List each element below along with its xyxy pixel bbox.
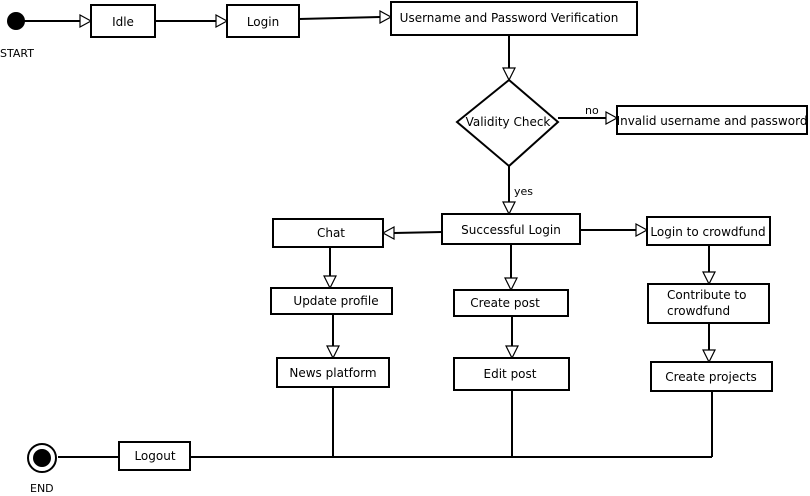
node-chat-text: Chat (317, 226, 345, 240)
node-validity-check: Validity Check (455, 78, 560, 168)
node-contribute: Contribute to crowdfund (647, 283, 770, 324)
arrowhead-validity (502, 67, 516, 82)
start-node (7, 12, 25, 30)
arrowhead-verification (379, 9, 393, 25)
edge-login-verification (298, 16, 381, 20)
node-edit-post: Edit post (453, 357, 570, 391)
node-invalid: Invalid username and password (616, 105, 808, 135)
label-no: no (585, 104, 599, 117)
arrowhead-contribute (702, 271, 716, 286)
node-news-platform: News platform (276, 357, 390, 388)
edge-success-chat (393, 231, 443, 234)
node-idle-text: Idle (112, 15, 134, 29)
arrowhead-update-profile (323, 275, 337, 290)
arrowhead-edit-post (505, 345, 519, 360)
node-crowdfund-text: Login to crowdfund (650, 225, 765, 239)
arrowhead-success (502, 201, 516, 216)
arrowhead-chat (381, 225, 395, 241)
arrowhead-create-post (504, 277, 518, 292)
node-login: Login (226, 4, 300, 38)
node-successful-login: Successful Login (441, 213, 581, 245)
arrowhead-idle (79, 13, 93, 29)
end-node (27, 443, 57, 473)
node-edit-post-text: Edit post (484, 367, 537, 381)
arrowhead-login (215, 13, 229, 29)
node-update-profile: Update profile (270, 287, 393, 315)
edges (24, 16, 713, 458)
node-update-text: Update profile (293, 294, 378, 308)
node-login-crowdfund: Login to crowdfund (646, 216, 771, 246)
node-create-post-text: Create post (470, 296, 540, 310)
node-create-post: Create post (453, 289, 569, 317)
arrowhead-invalid (605, 110, 619, 126)
arrowhead-crowdfund (635, 222, 649, 238)
node-create-projects: Create projects (650, 361, 773, 392)
node-verification: Username and Password Verification (390, 1, 638, 36)
node-logout-text: Logout (134, 449, 175, 463)
arrowhead-news (326, 345, 340, 360)
end-label: END (30, 482, 54, 495)
start-label: START (0, 47, 34, 60)
node-chat: Chat (272, 218, 384, 248)
node-contribute-line1: Contribute to (667, 288, 746, 302)
node-login-text: Login (247, 15, 279, 29)
arrowheads (79, 9, 716, 364)
node-logout: Logout (118, 441, 191, 471)
node-verification-text: Username and Password Verification (400, 11, 619, 25)
node-invalid-text: Invalid username and password (617, 114, 808, 128)
node-contribute-line2: crowdfund (667, 304, 730, 318)
arrowhead-projects (702, 349, 716, 364)
label-yes: yes (514, 185, 533, 198)
node-validity-text: Validity Check (466, 115, 551, 129)
node-idle: Idle (90, 4, 156, 38)
node-projects-text: Create projects (665, 370, 757, 384)
node-news-text: News platform (289, 366, 376, 380)
node-success-text: Successful Login (461, 223, 561, 237)
